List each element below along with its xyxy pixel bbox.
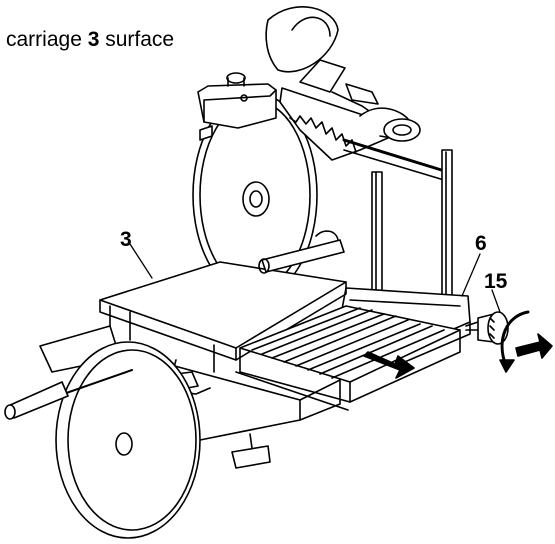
- sharpener-plate: [266, 7, 345, 92]
- handwheel: [5, 342, 200, 538]
- outward-arrow-icon: [516, 334, 552, 358]
- support-rod: [344, 140, 452, 302]
- callout-carriage: 3: [120, 228, 132, 252]
- callout-side-plate: 6: [475, 232, 487, 256]
- foot: [232, 434, 270, 468]
- caption-number: 3: [88, 28, 100, 51]
- carriage-surface-caption: carriage 3 surface: [6, 28, 174, 52]
- callout-knob: 15: [484, 270, 507, 294]
